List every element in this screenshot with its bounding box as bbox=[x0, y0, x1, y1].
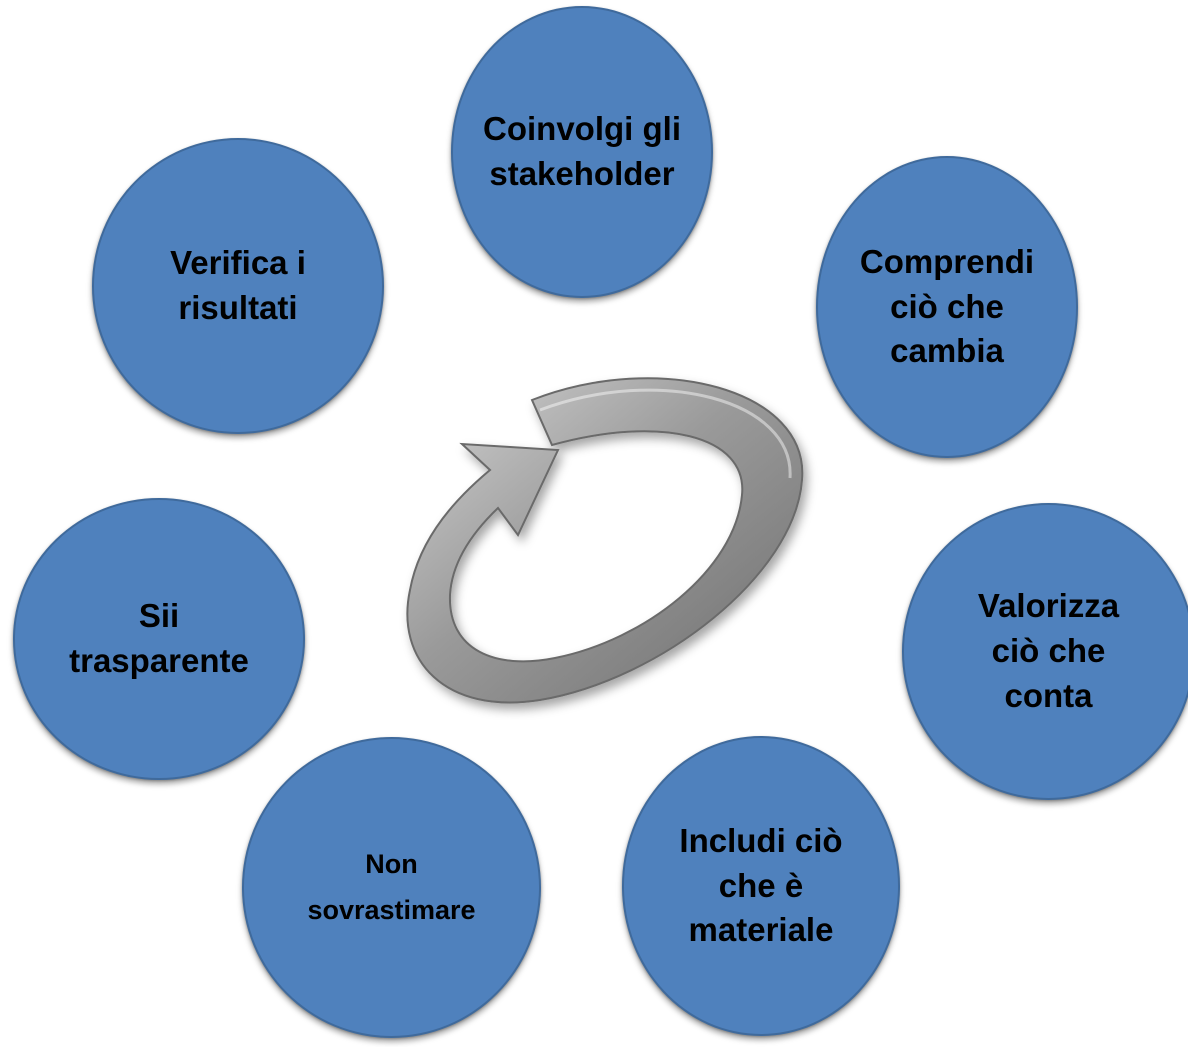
principle-label: Comprendi ciò che cambia bbox=[859, 242, 1035, 370]
principle-circle-sii-trasparente: Sii trasparente bbox=[13, 498, 305, 780]
cycle-arrow-icon bbox=[406, 377, 804, 704]
principle-label: Coinvolgi gli stakeholder bbox=[483, 110, 681, 192]
principle-circle-includi: Includi ciò che è materiale bbox=[622, 736, 900, 1036]
principle-circle-non-sovrastimare: Non sovrastimare bbox=[242, 737, 541, 1038]
principle-label: Verifica i risultati bbox=[170, 244, 306, 326]
principle-circle-coinvolgi: Coinvolgi gli stakeholder bbox=[451, 6, 713, 298]
principle-label: Includi ciò che è materiale bbox=[679, 821, 843, 949]
principle-label: Non sovrastimare bbox=[307, 848, 476, 925]
principle-circle-comprendi: Comprendi ciò che cambia bbox=[816, 156, 1078, 458]
principle-circle-verifica: Verifica i risultati bbox=[92, 138, 384, 434]
principle-circle-valorizza: Valorizza ciò che conta bbox=[902, 503, 1188, 800]
principle-label: Sii trasparente bbox=[69, 597, 249, 679]
principle-label: Valorizza ciò che conta bbox=[977, 587, 1120, 714]
